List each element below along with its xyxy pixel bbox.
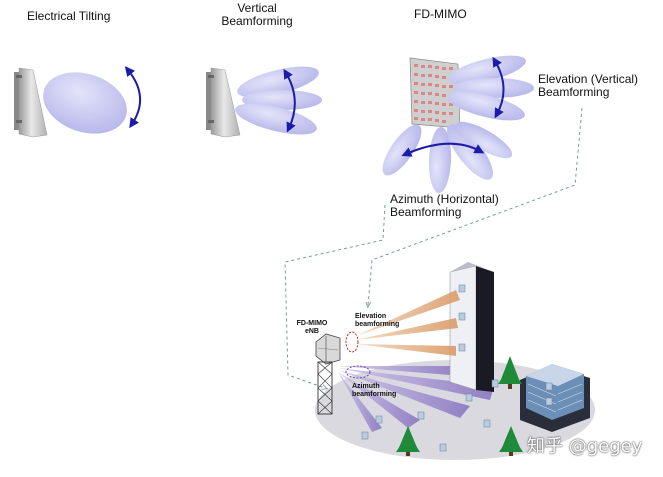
user-device-icon (361, 284, 553, 452)
vertical-arrow (283, 68, 296, 133)
enb-tower (315, 333, 341, 415)
elevation-focus-oval (345, 331, 359, 353)
tilt-arrow (124, 66, 141, 129)
label-fd-mimo: FD-MIMO (414, 7, 467, 21)
label-azimuth-horizontal: Azimuth (Horizontal) Beamforming (390, 192, 499, 219)
fd-elevation-beams (447, 55, 534, 121)
label-azimuth-beamforming: Azimuth beamforming (352, 383, 397, 398)
antenna-panel-1 (14, 67, 48, 138)
elevation-beams-scene (356, 290, 460, 356)
label-electrical-tilting: Electrical Tilting (27, 9, 111, 23)
tree-icon (499, 426, 523, 456)
connector-elevation (368, 107, 583, 305)
watermark: 知乎 @gegey (527, 436, 643, 457)
vertical-beams (235, 66, 322, 135)
label-elevation-beamforming: Elevation beamforming (355, 313, 400, 328)
label-elevation-vertical: Elevation (Vertical) Beamforming (538, 72, 639, 99)
tree-icon (498, 356, 522, 389)
fd-elevation-arrow (492, 56, 505, 119)
azimuth-beams-scene (338, 366, 494, 432)
tree-icon (396, 426, 420, 456)
azimuth-focus-oval (345, 365, 371, 379)
office-building (520, 364, 590, 432)
tilt-beam (43, 72, 127, 134)
label-vertical-beamforming: Vertical Beamforming (221, 1, 293, 28)
label-fd-mimo-enb: FD-MIMO eNB (296, 320, 328, 335)
fd-azimuth-arrow (401, 142, 485, 157)
antenna-panel-2 (206, 67, 241, 138)
